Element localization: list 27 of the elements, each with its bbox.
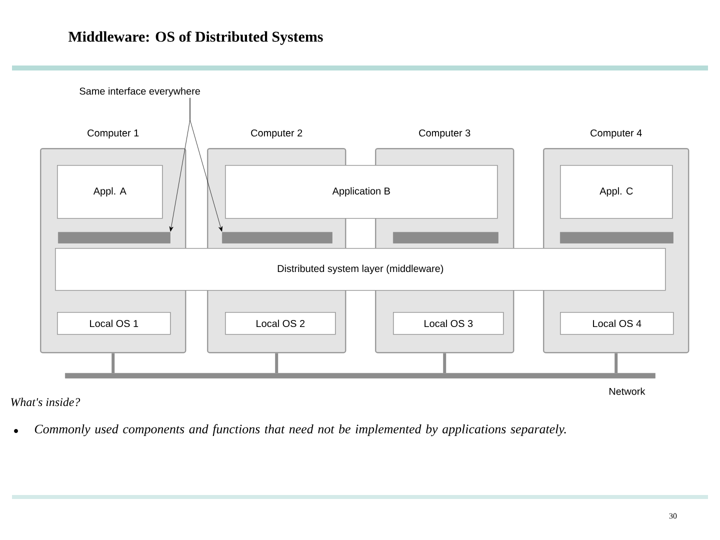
network-stem [443, 353, 446, 373]
os-box: Local OS 2 [225, 312, 336, 335]
node-label: Computer 1 [88, 129, 139, 138]
interface-bar [222, 232, 332, 244]
os-box: Local OS 3 [393, 312, 504, 335]
network-label: Network [609, 388, 646, 395]
network-stem [275, 353, 278, 373]
network-bus [65, 373, 656, 378]
node-label: Computer 3 [419, 129, 470, 138]
os-box: Local OS 1 [57, 312, 171, 335]
callout-text: Same interface everywhere [80, 87, 200, 97]
middleware-band: Distributed system layer (middleware) [55, 248, 666, 291]
application-box: Appl. C [560, 165, 673, 219]
os-box: Local OS 4 [560, 312, 674, 335]
bullet-text: Commonly used components and functions that need not be implemented by applications separately. [34, 424, 566, 436]
leader-line [190, 98, 222, 232]
network-stem [112, 353, 115, 373]
application-box: Application B [225, 165, 498, 219]
interface-bar [393, 232, 498, 244]
node-label: Computer 4 [590, 129, 642, 138]
interface-bar [58, 232, 170, 244]
title: Middleware: OS of Distributed Systems [68, 31, 323, 45]
node-label: Computer 2 [251, 129, 302, 138]
question-text: What's inside? [11, 398, 80, 406]
interface-bar [560, 232, 674, 244]
network-stem [614, 353, 618, 373]
application-box: Appl. A [57, 165, 163, 219]
